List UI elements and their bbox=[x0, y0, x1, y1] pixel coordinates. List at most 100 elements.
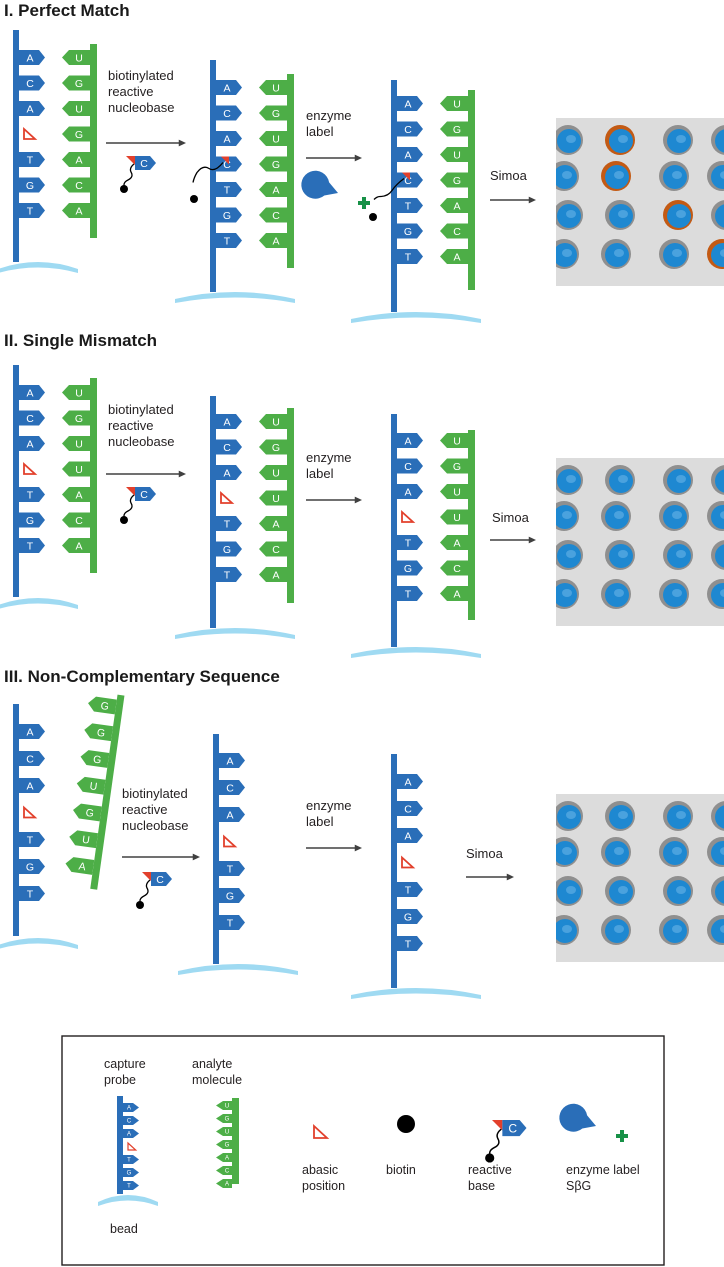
analyte-base-letter: U bbox=[453, 436, 461, 448]
well-bead bbox=[711, 505, 724, 529]
abasic-site bbox=[223, 834, 238, 848]
analyte-base-letter: A bbox=[78, 860, 87, 873]
probe-base-letter: A bbox=[223, 83, 230, 95]
analyte-base-letter: G bbox=[96, 727, 106, 740]
probe-base-letter: T bbox=[127, 1184, 131, 1190]
analyte-base-letter: G bbox=[225, 1117, 230, 1123]
probe-base-letter: T bbox=[224, 185, 231, 197]
bead-highlight bbox=[720, 589, 724, 597]
bead-highlight bbox=[672, 847, 682, 855]
bead bbox=[175, 628, 295, 639]
section-title: I. Perfect Match bbox=[4, 1, 130, 20]
analyte-base bbox=[216, 1179, 232, 1188]
analyte-backbone bbox=[90, 44, 97, 238]
probe-base bbox=[397, 121, 423, 137]
bead-highlight bbox=[720, 171, 724, 179]
probe-base-letter: T bbox=[27, 541, 34, 553]
probe-base-letter: T bbox=[27, 889, 34, 901]
analyte-base bbox=[62, 101, 90, 116]
probe-base bbox=[19, 177, 45, 193]
wells bbox=[556, 801, 724, 945]
analyte-base-letter: A bbox=[272, 185, 279, 197]
step-label: enzyme bbox=[306, 450, 352, 465]
analyte-base-letter: G bbox=[100, 700, 110, 713]
process-arrow bbox=[490, 196, 536, 204]
step-label: Simoa bbox=[490, 168, 528, 183]
section-single-mismatch: II. Single MismatchACATGTUGUUACAbiotinyl… bbox=[0, 331, 724, 658]
process-arrow bbox=[306, 154, 362, 162]
bead bbox=[98, 1195, 158, 1206]
probe-base-letter: C bbox=[26, 78, 34, 90]
analyte-base bbox=[440, 560, 468, 576]
bead-highlight bbox=[566, 886, 576, 894]
analyte-base bbox=[259, 567, 287, 582]
arrow-head bbox=[354, 154, 362, 162]
reactive-base-letter: C bbox=[508, 1122, 517, 1136]
bead-highlight bbox=[676, 550, 686, 558]
probe-base-letter: A bbox=[404, 487, 411, 499]
step-label: label bbox=[306, 124, 334, 139]
probe-base bbox=[397, 936, 423, 951]
step-label: reactive bbox=[122, 802, 168, 817]
probe-base-letter: A bbox=[223, 134, 230, 146]
sections-layer: I. Perfect MatchACATGTUGUGACAbiotinylate… bbox=[0, 1, 724, 999]
analyte-base-letter: A bbox=[272, 236, 279, 248]
probe-base-letter: G bbox=[404, 226, 412, 238]
probe-base bbox=[397, 147, 423, 162]
analyte-base bbox=[440, 535, 468, 550]
probe-base-letter: G bbox=[223, 544, 231, 556]
abasic-site bbox=[220, 490, 235, 504]
probe-base bbox=[219, 753, 245, 768]
probe-base bbox=[123, 1181, 139, 1190]
abasic-site bbox=[23, 126, 38, 140]
probe-base bbox=[19, 778, 45, 793]
probe-backbone bbox=[391, 754, 397, 988]
linker bbox=[192, 162, 224, 183]
well-bead bbox=[715, 129, 724, 153]
legend-label-enzyme: SβG bbox=[566, 1179, 591, 1193]
analyte-backbone bbox=[468, 90, 475, 290]
bead-highlight bbox=[676, 886, 686, 894]
probe-base bbox=[397, 909, 423, 924]
analyte-base bbox=[440, 121, 468, 137]
arrow-head bbox=[192, 853, 200, 861]
analyte-base-letter: U bbox=[89, 780, 98, 793]
step-label: reactive bbox=[108, 418, 154, 433]
probe-base bbox=[397, 249, 423, 264]
probe-base-letter: G bbox=[223, 210, 231, 222]
probe-base bbox=[397, 535, 423, 550]
analyte-base bbox=[62, 126, 90, 142]
analyte-base bbox=[440, 198, 468, 213]
analyte-base bbox=[65, 857, 95, 875]
probe-backbone bbox=[210, 396, 216, 628]
analyte-base-letter: U bbox=[75, 439, 83, 451]
analyte-base-letter: U bbox=[453, 150, 461, 162]
probe-base bbox=[397, 484, 423, 499]
analyte-base bbox=[216, 1101, 232, 1110]
bead-highlight bbox=[618, 135, 628, 143]
analyte-base bbox=[62, 177, 90, 193]
bead-highlight bbox=[566, 475, 576, 483]
analyte-base bbox=[259, 80, 287, 95]
legend-label-reactive-base: reactive bbox=[468, 1163, 512, 1177]
analyte-base bbox=[216, 1140, 232, 1149]
legend-label-bead: bead bbox=[110, 1222, 138, 1236]
legend-label-analyte: molecule bbox=[192, 1073, 242, 1087]
process-arrow bbox=[306, 844, 362, 852]
bead-highlight bbox=[672, 511, 682, 519]
well-bead bbox=[711, 841, 724, 865]
well-bead bbox=[711, 165, 724, 189]
linker bbox=[488, 1128, 502, 1158]
simoa-array bbox=[556, 458, 724, 626]
abasic-site bbox=[401, 509, 416, 523]
probe-base-letter: T bbox=[224, 519, 231, 531]
probe-base bbox=[19, 385, 45, 400]
streptavidin-cross bbox=[358, 197, 370, 209]
probe-base bbox=[19, 203, 45, 218]
reactive-base-icon: C bbox=[120, 156, 156, 193]
